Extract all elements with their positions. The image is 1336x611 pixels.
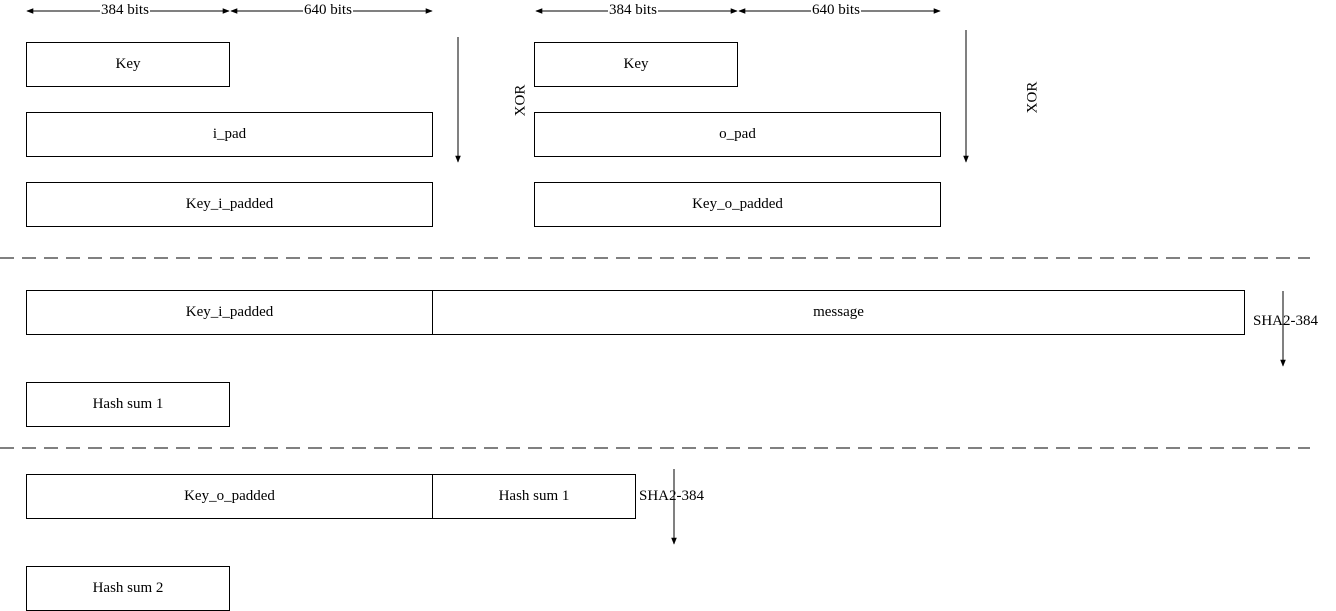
xor-label-left: XOR	[512, 84, 529, 117]
inner-key-i-padded-label: Key_i_padded	[185, 304, 274, 320]
key-i-padded-box: Key_i_padded	[26, 182, 433, 227]
sha-label-2: SHA2-384	[639, 488, 705, 504]
xor-label-right: XOR	[1024, 81, 1041, 114]
i-pad-box: i_pad	[26, 112, 433, 157]
hash-sum-2-output-box: Hash sum 2	[26, 566, 230, 611]
outer-key-o-padded-box: Key_o_padded	[26, 474, 433, 519]
key-o-padded-label: Key_o_padded	[692, 196, 783, 212]
message-box: message	[432, 290, 1245, 335]
o-pad-label: o_pad	[719, 126, 756, 142]
dimension-label-key-left: 384 bits	[100, 2, 150, 18]
key-o-padded-box: Key_o_padded	[534, 182, 941, 227]
dimension-label-pad-right: 640 bits	[811, 2, 861, 18]
outer-key-o-padded-label: Key_o_padded	[184, 488, 275, 504]
inner-key-i-padded-box: Key_i_padded	[26, 290, 433, 335]
dimension-label-key-right: 384 bits	[608, 2, 658, 18]
hash-sum-1-output-label: Hash sum 1	[92, 396, 164, 412]
hash-sum-1-input-label: Hash sum 1	[498, 488, 570, 504]
hash-sum-1-output-box: Hash sum 1	[26, 382, 230, 427]
message-label: message	[813, 304, 864, 320]
key-box-right: Key	[534, 42, 738, 87]
i-pad-label: i_pad	[212, 126, 247, 142]
sha-label-1: SHA2-384	[1253, 313, 1319, 329]
key-i-padded-label: Key_i_padded	[185, 196, 274, 212]
hash-sum-1-input-box: Hash sum 1	[432, 474, 636, 519]
key-box-right-label: Key	[623, 56, 649, 72]
hash-sum-2-output-label: Hash sum 2	[92, 580, 164, 596]
dimension-label-pad-left: 640 bits	[303, 2, 353, 18]
o-pad-box: o_pad	[534, 112, 941, 157]
key-box-left-label: Key	[115, 56, 141, 72]
key-box-left: Key	[26, 42, 230, 87]
